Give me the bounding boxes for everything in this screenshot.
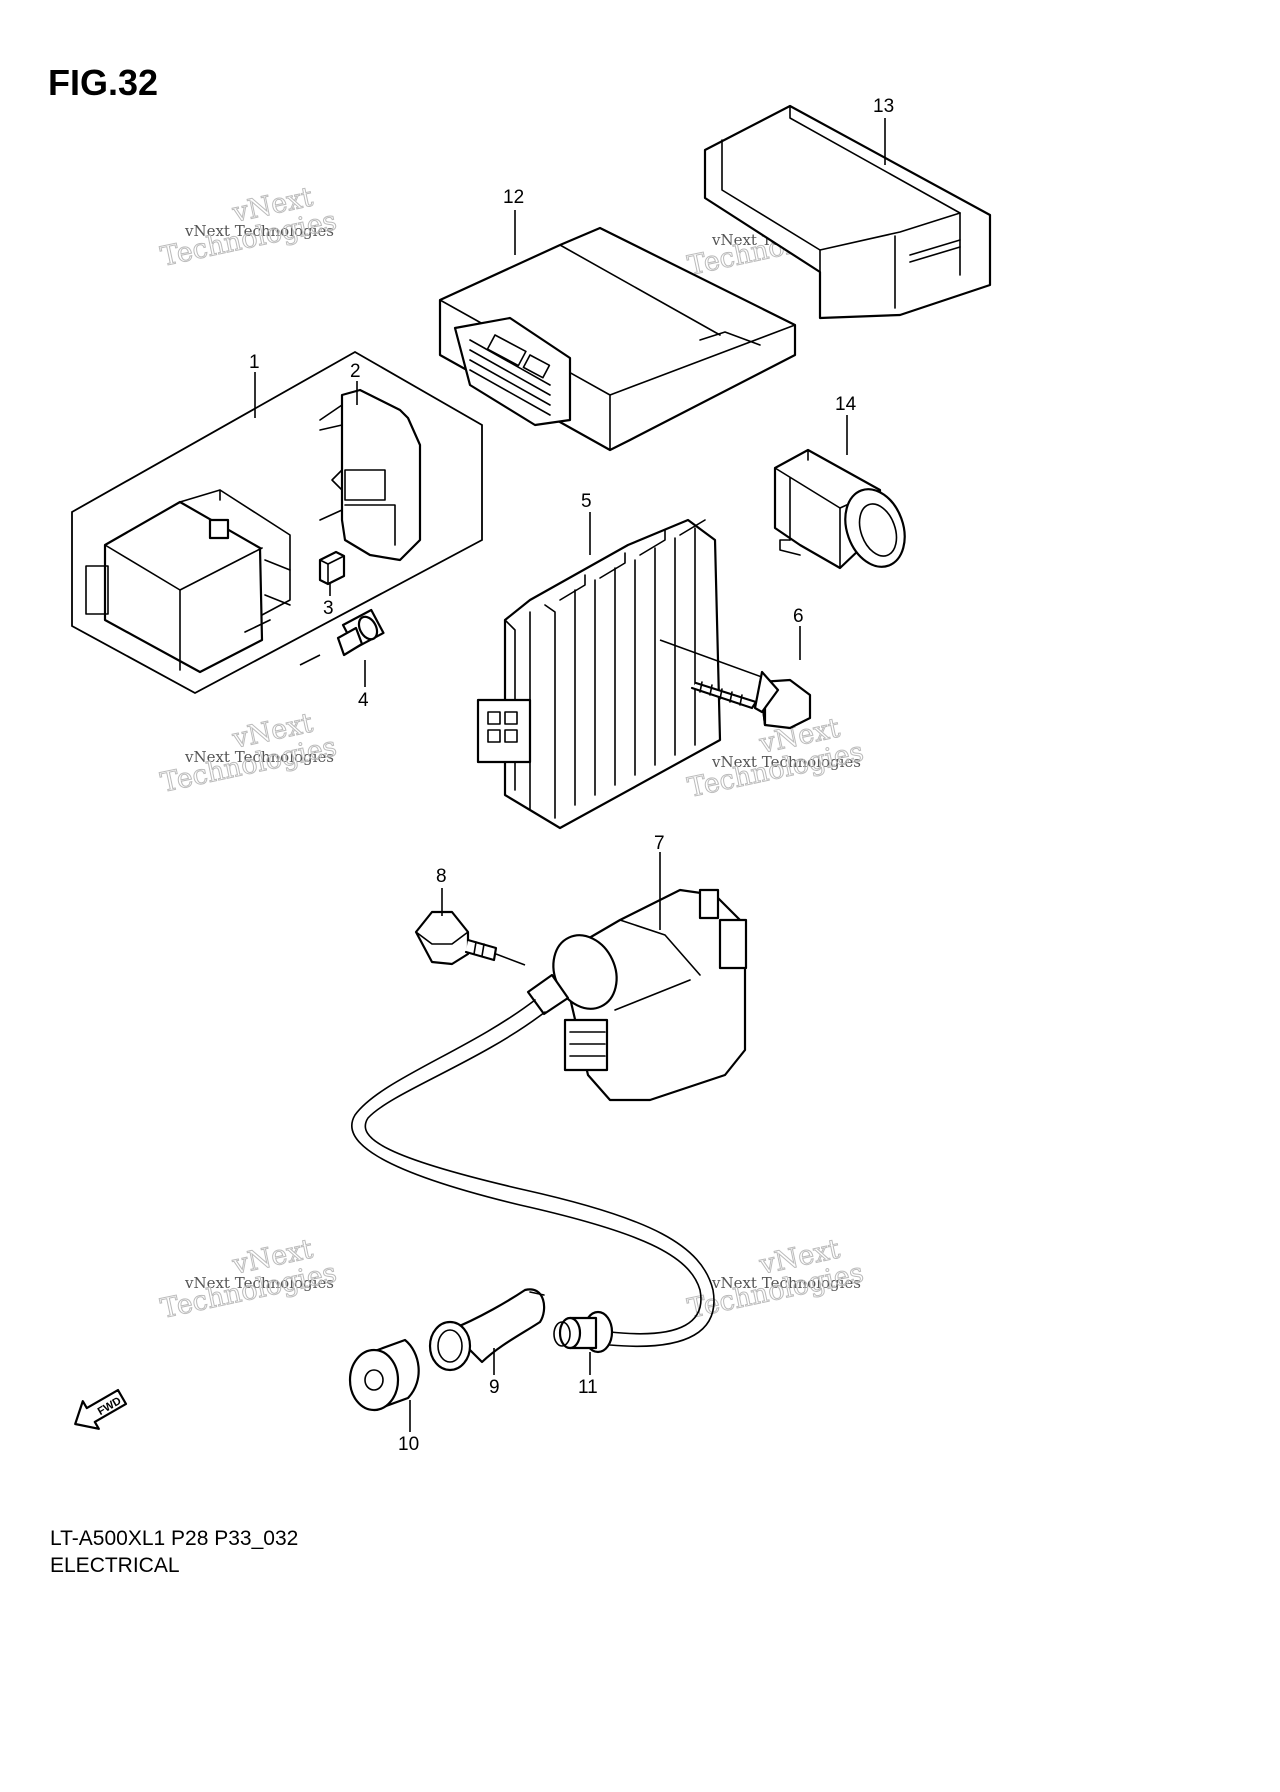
part-3-fuse xyxy=(318,550,346,586)
part-6-bolt xyxy=(659,639,812,730)
section-name: ELECTRICAL xyxy=(50,1554,180,1577)
part-4-bolt xyxy=(336,608,385,657)
part-1-starter-relay xyxy=(85,489,291,674)
part-1-relay-frame xyxy=(71,350,483,695)
callout-9: 9 xyxy=(489,1377,500,1398)
ignition-lead xyxy=(351,999,715,1348)
svg-text:vNext Technologies: vNext Technologies xyxy=(711,1274,861,1292)
part-14-connector xyxy=(773,448,906,570)
callout-13: 13 xyxy=(873,96,894,117)
svg-text:vNext Technologies: vNext Technologies xyxy=(184,222,334,240)
svg-text:vNext Technologies: vNext Technologies xyxy=(711,753,861,771)
watermark-5: vNext Technologies vNext Technologies xyxy=(158,1233,340,1325)
callout-7: 7 xyxy=(654,833,665,854)
part-10-cap xyxy=(348,1338,420,1412)
callout-11: 11 xyxy=(578,1377,598,1398)
part-12-ecu xyxy=(438,226,797,452)
watermark-1: vNext Technologies vNext Technologies xyxy=(158,181,340,273)
callout-6: 6 xyxy=(793,606,804,627)
callout-12: 12 xyxy=(503,187,524,208)
svg-text:vNext Technologies: vNext Technologies xyxy=(184,1274,334,1292)
model-code: LT-A500XL1 P28 P33_032 xyxy=(50,1527,299,1550)
leader-lines xyxy=(254,118,886,1432)
part-8-bolt xyxy=(414,910,526,966)
part-7-ignition-coil xyxy=(526,888,748,1102)
watermark-3: vNext Technologies vNext Technologies xyxy=(158,707,340,799)
svg-text:vNext Technologies: vNext Technologies xyxy=(184,748,334,766)
part-11-boot xyxy=(553,1310,614,1354)
part-5-regulator-rectifier xyxy=(476,518,722,830)
callout-10: 10 xyxy=(398,1434,419,1455)
callout-3: 3 xyxy=(323,598,334,619)
part-2-relay-cover xyxy=(319,388,422,562)
part-9-plug-cap xyxy=(428,1288,546,1372)
callout-14: 14 xyxy=(835,394,857,415)
fwd-arrow-icon: FWD xyxy=(74,1388,128,1430)
callout-5: 5 xyxy=(581,491,592,512)
callout-8: 8 xyxy=(436,866,447,887)
callout-4: 4 xyxy=(358,690,369,711)
callout-1: 1 xyxy=(249,352,260,373)
callout-2: 2 xyxy=(350,361,361,382)
figure-title: FIG.32 xyxy=(48,62,159,103)
part-13-ecu-cover xyxy=(703,104,992,320)
